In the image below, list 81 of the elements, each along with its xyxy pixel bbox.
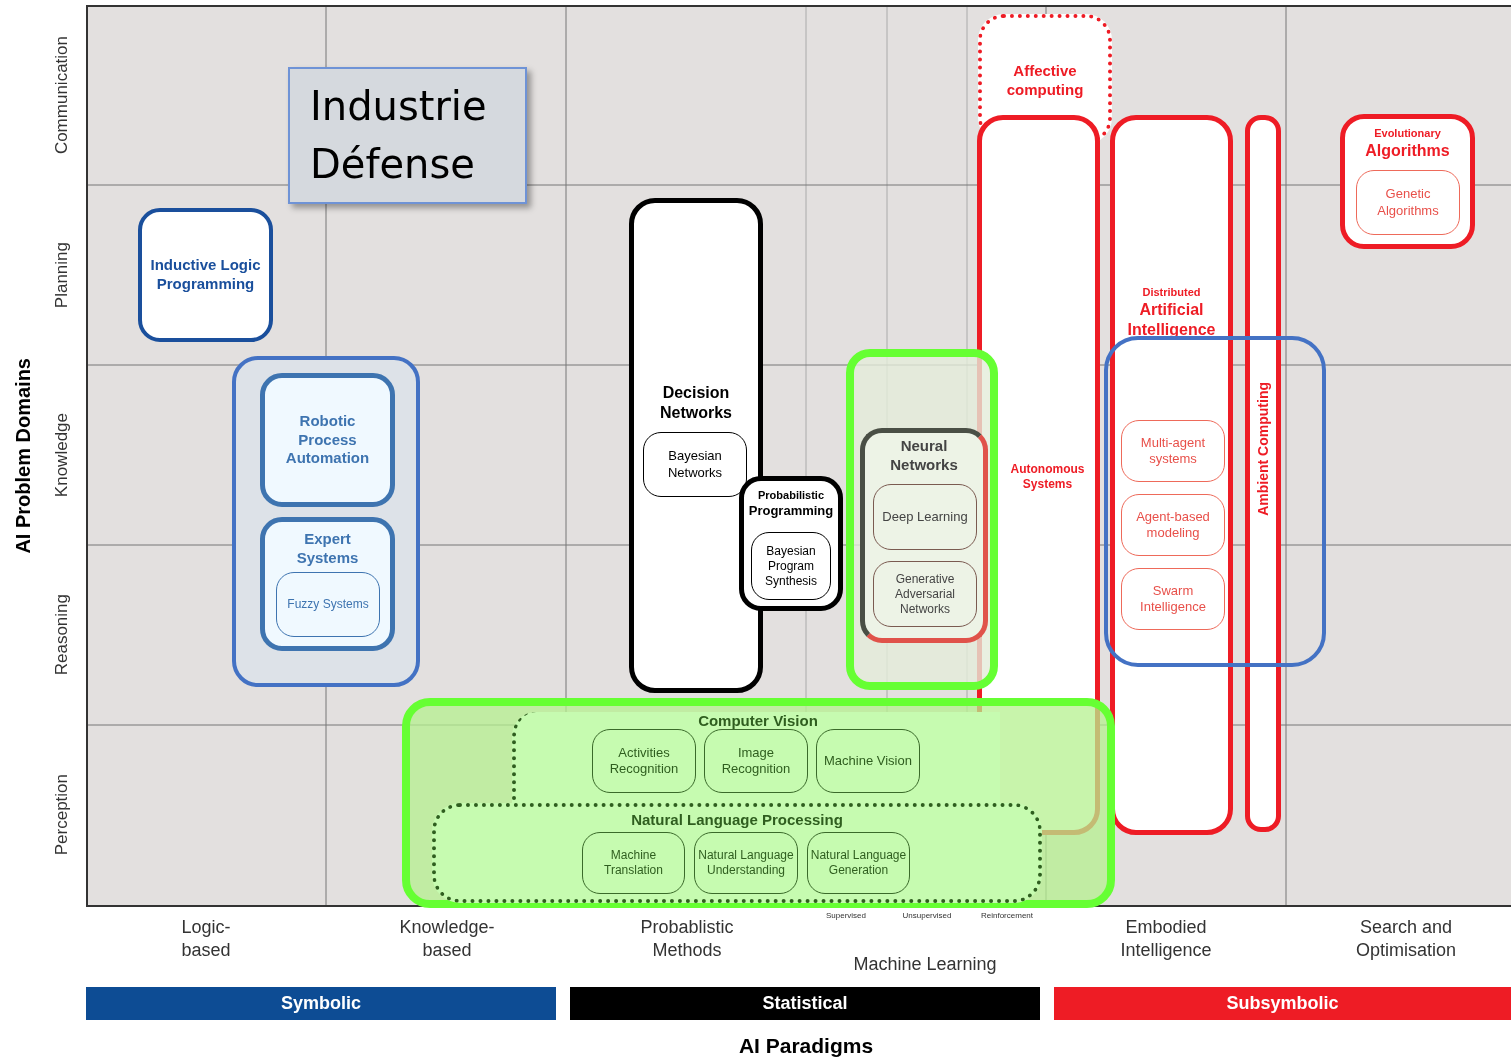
axis-title: AI Problem Domains [11,358,35,554]
highlight-frame [846,349,998,690]
box-title: Bayesian Program Synthesis [764,543,818,589]
paradigm-bar: Subsymbolic [1054,987,1511,1020]
sub-technique-box [1356,170,1460,235]
box-title: Multi-agent systems [1139,434,1207,468]
box-title: Machine Vision [824,752,912,770]
box-title: Agent-based modeling [1135,508,1211,542]
sub-technique-box [751,532,831,600]
paradigm-bar: Symbolic [86,987,556,1020]
sub-technique-box [276,572,380,637]
sub-technique-box [1121,568,1225,630]
technique-box [1110,115,1233,835]
box-title: Natural Language Generation [809,848,908,878]
paradigm-bar: Statistical [570,987,1040,1020]
box-title: Ambient Computing [1253,382,1272,516]
row-label: Perception [51,774,73,856]
box-title: Robotic Process Automation [284,411,371,469]
box-title: Swarm Intelligence [1139,582,1207,616]
technique-box [1245,115,1281,832]
sub-technique-box [704,729,808,793]
sub-technique-box [873,484,977,550]
column-label: Logic-based [180,916,232,961]
sub-technique-box [694,832,798,894]
box-title: Decision Networks [659,383,733,423]
box-title: Neural Networks [889,437,959,475]
column-label: Probablistic Methods [639,916,735,961]
row-label: Knowledge [51,412,73,498]
group-frame [232,356,420,687]
sub-technique-box [816,729,920,793]
box-title: Image Recognition [720,744,792,778]
box-title: Bayesian Networks [666,448,724,481]
column-label: Search and Optimisation [1354,916,1457,961]
box-title: Generative Adversarial Networks [894,571,956,617]
box-title: Deep Learning [882,508,968,526]
box-subtitle: Evolutionary [1374,127,1441,141]
row-label: Reasoning [51,594,73,676]
sub-technique-box [582,832,685,894]
box-title: Natural Language Understanding [697,848,795,878]
box-title: Autonomous Systems [1009,462,1086,492]
highlight-frame [402,698,1115,908]
sub-technique-box [592,729,696,793]
box-title: Expert Systems [295,530,360,568]
box-subtitle: Distributed [1142,286,1201,300]
dotted-region [432,803,1042,903]
box-title: Fuzzy Systems [287,597,369,612]
box-subtitle: Probabilistic [758,489,824,503]
box-title: Activities Recognition [608,744,680,778]
technique-box [260,373,395,507]
box-title: Artificial Intelligence [1126,299,1217,340]
technique-box [860,428,988,643]
sub-technique-box [1121,494,1225,556]
box-title: Programming [748,502,834,519]
box-title: Inductive Logic Programming [149,256,262,294]
sub-column-label: Supervised [825,910,867,922]
box-title: Natural Language Processing [631,811,843,830]
dotted-region [512,712,1000,806]
technique-box [260,517,395,651]
technique-box [739,476,843,611]
axis-title: AI Paradigms [737,1033,875,1057]
box-title: Computer Vision [698,712,818,731]
sub-technique-box [873,561,977,627]
sub-technique-box [643,432,747,497]
box-title: Industrie Défense [310,82,488,189]
sector-note-box [288,67,527,204]
row-label: Communication [51,35,73,155]
sub-technique-box [807,832,910,894]
sub-column-label: Reinforcement [980,910,1034,922]
column-label: Knowledge-based [398,916,496,961]
sub-column-label: Unsupervised [901,910,953,922]
box-title: Machine Translation [603,848,664,878]
row-label: Planning [51,241,73,309]
box-title: Affective computing [1005,62,1085,100]
column-label: Embodied Intelligence [1119,916,1213,961]
sub-technique-box [1121,420,1225,482]
technique-box [1340,114,1475,249]
box-title: Algorithms [1365,140,1450,161]
technique-box [138,208,273,342]
column-label: Machine Learning [852,953,998,976]
group-frame [1104,336,1326,667]
box-title: Genetic Algorithms [1376,186,1440,219]
